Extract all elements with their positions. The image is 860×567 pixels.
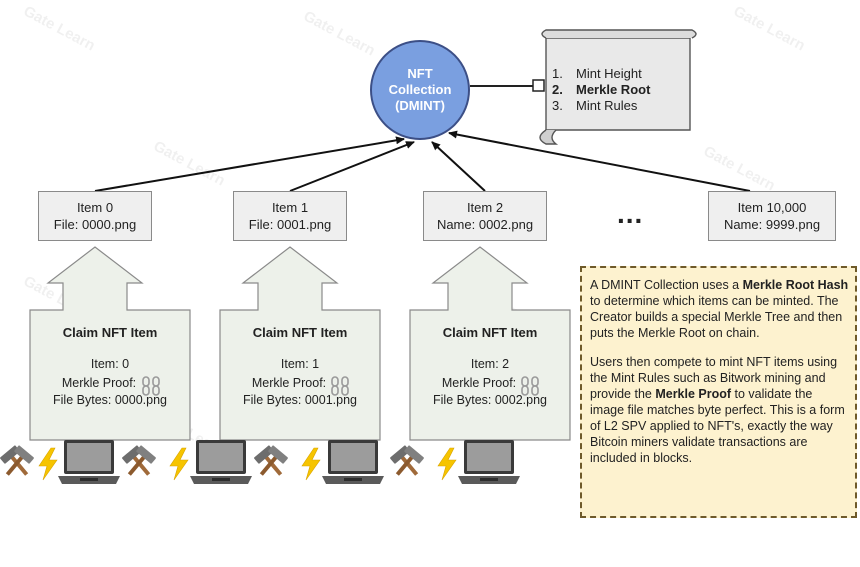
lightning-icon bbox=[301, 447, 321, 481]
note-text: to validate the image file matches byte … bbox=[590, 387, 845, 465]
list-label: Merkle Root bbox=[576, 82, 651, 97]
lightning-icon bbox=[169, 447, 189, 481]
lightning-icon bbox=[38, 447, 58, 481]
claim-nft-item-0: Claim NFT Item Item: 0 Merkle Proof: Fil… bbox=[30, 324, 190, 409]
scroll-icon bbox=[539, 29, 697, 145]
note-text: Users then compete to mint NFT items usi… bbox=[590, 355, 838, 401]
explanation-note: A DMINT Collection uses a Merkle Root Ha… bbox=[580, 266, 857, 518]
claim-item: Item: 2 bbox=[470, 357, 510, 371]
hammers-icon bbox=[121, 445, 157, 481]
claim-nft-item-1: Claim NFT Item Item: 1 Merkle Proof: Fil… bbox=[220, 324, 380, 409]
list-label: Mint Height bbox=[576, 66, 642, 81]
list-number: 3. bbox=[552, 98, 563, 113]
mining-row bbox=[0, 440, 520, 484]
lightning-icon bbox=[437, 447, 457, 481]
item-file: File: 0000.png bbox=[53, 217, 137, 232]
collection-line3: (DMINT) bbox=[395, 98, 445, 113]
claim-proof: Merkle Proof: bbox=[30, 375, 190, 392]
list-number: 1. bbox=[552, 66, 563, 81]
hammers-icon bbox=[389, 445, 425, 481]
nft-collection-node: NFT Collection (DMINT) bbox=[370, 40, 470, 140]
item-box-0: Item 0 File: 0000.png bbox=[38, 191, 152, 241]
claim-item: Item: 0 bbox=[90, 357, 130, 371]
claim-title: Claim NFT Item bbox=[252, 325, 348, 340]
list-item: 3. Mint Rules bbox=[552, 98, 682, 114]
item-title: Item 2 bbox=[466, 200, 504, 215]
item-title: Item 0 bbox=[76, 200, 114, 215]
laptop-icon bbox=[190, 440, 252, 484]
item-box-2: Item 2 Name: 0002.png bbox=[423, 191, 547, 241]
ellipsis: ... bbox=[617, 198, 644, 229]
note-text: to determine which items can be minted. … bbox=[590, 294, 843, 340]
claim-proof-label: Merkle Proof: bbox=[441, 376, 517, 390]
hollow-arrows bbox=[29, 246, 571, 441]
hammers-icon bbox=[0, 445, 35, 481]
note-paragraph-1: A DMINT Collection uses a Merkle Root Ha… bbox=[590, 277, 849, 341]
list-item: 1. Mint Height bbox=[552, 66, 682, 82]
laptop-icon bbox=[458, 440, 520, 484]
claim-proof-label: Merkle Proof: bbox=[61, 376, 137, 390]
note-bold-merkle-proof: Merkle Proof bbox=[655, 387, 732, 401]
item-title: Item 1 bbox=[271, 200, 309, 215]
list-label: Mint Rules bbox=[576, 98, 638, 113]
item-file: Name: 9999.png bbox=[723, 217, 821, 232]
list-item: 2. Merkle Root bbox=[552, 82, 682, 98]
collection-line2: Collection bbox=[388, 82, 452, 97]
note-text: A DMINT Collection uses a bbox=[590, 278, 743, 292]
note-bold-merkle-root-hash: Merkle Root Hash bbox=[742, 278, 849, 292]
claim-bytes: File Bytes: 0001.png bbox=[243, 393, 357, 407]
note-paragraph-2: Users then compete to mint NFT items usi… bbox=[590, 354, 849, 466]
item-file: File: 0001.png bbox=[248, 217, 332, 232]
mint-rules-list: 1. Mint Height 2. Merkle Root 3. Mint Ru… bbox=[552, 66, 682, 114]
item-to-collection-arrows bbox=[94, 130, 751, 192]
item-title: Item 10,000 bbox=[737, 200, 807, 215]
item-file: Name: 0002.png bbox=[436, 217, 534, 232]
claim-nft-item-2: Claim NFT Item Item: 2 Merkle Proof: Fil… bbox=[410, 324, 570, 409]
item-box-10000: Item 10,000 Name: 9999.png bbox=[708, 191, 836, 241]
claim-bytes: File Bytes: 0002.png bbox=[433, 393, 547, 407]
list-number: 2. bbox=[552, 82, 563, 97]
claim-title: Claim NFT Item bbox=[442, 325, 538, 340]
claim-bytes: File Bytes: 0000.png bbox=[53, 393, 167, 407]
collection-line1: NFT bbox=[407, 66, 433, 81]
claim-proof: Merkle Proof: bbox=[410, 375, 570, 392]
item-box-1: Item 1 File: 0001.png bbox=[233, 191, 347, 241]
hammers-icon bbox=[253, 445, 289, 481]
claim-proof: Merkle Proof: bbox=[220, 375, 380, 392]
laptop-icon bbox=[322, 440, 384, 484]
laptop-icon bbox=[58, 440, 120, 484]
claim-item: Item: 1 bbox=[280, 357, 320, 371]
claim-proof-label: Merkle Proof: bbox=[251, 376, 327, 390]
claim-title: Claim NFT Item bbox=[62, 325, 158, 340]
